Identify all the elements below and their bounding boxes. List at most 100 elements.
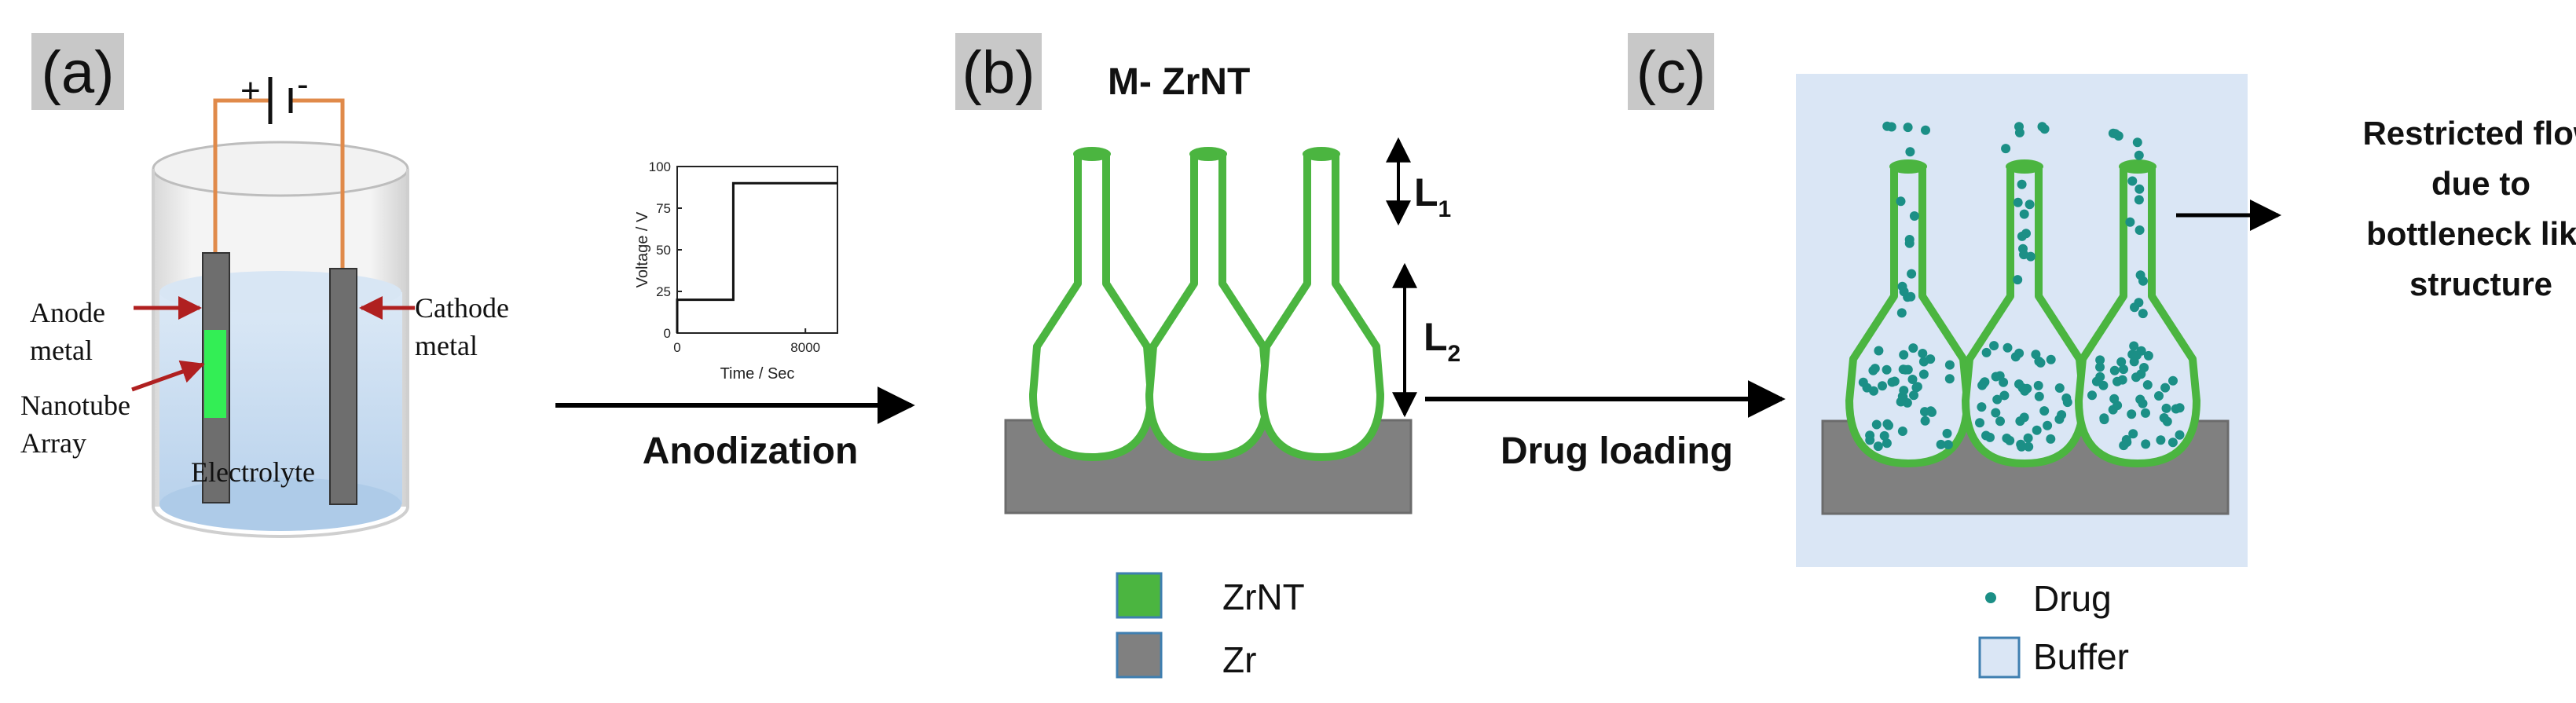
drug-particle bbox=[1882, 121, 1893, 131]
drug-particle bbox=[1942, 428, 1952, 438]
plus-sign: + bbox=[240, 71, 261, 110]
drug-particle bbox=[1871, 419, 1882, 430]
drug-particle bbox=[1926, 354, 1936, 364]
drug-particle bbox=[2043, 420, 2053, 430]
drug-particle bbox=[2175, 403, 2185, 413]
drug-particle bbox=[1900, 364, 1911, 375]
drug-particle bbox=[1906, 291, 1916, 302]
drug-particle bbox=[2167, 438, 2178, 448]
minus-sign: - bbox=[297, 65, 309, 104]
panel-b-title: M- ZrNT bbox=[1108, 61, 1250, 103]
drug-particle bbox=[2087, 390, 2097, 401]
cathode-electrode bbox=[329, 268, 357, 505]
drug-particle bbox=[2095, 362, 2105, 372]
drug-particle bbox=[1899, 287, 1909, 297]
panel-c-label: (c) bbox=[1636, 39, 1706, 106]
drug-particle bbox=[1991, 408, 2001, 418]
anode-label-line2: metal bbox=[30, 335, 93, 366]
anode-wire bbox=[213, 98, 270, 269]
drug-particle bbox=[2130, 302, 2139, 313]
drug-particle bbox=[1897, 427, 1907, 436]
chart-ylabel: Voltage / V bbox=[634, 211, 651, 287]
drug-particle bbox=[1879, 430, 1889, 441]
drug-particle bbox=[2014, 348, 2025, 358]
drug-particle bbox=[1918, 349, 1928, 358]
drug-particle bbox=[2134, 150, 2144, 160]
drug-particle bbox=[1907, 375, 1918, 384]
L1-label: L1 bbox=[1414, 170, 1451, 222]
drug-particle bbox=[1878, 381, 1887, 391]
drug-particle bbox=[2039, 406, 2050, 416]
drug-particle bbox=[2119, 441, 2129, 451]
drug-particle bbox=[1870, 364, 1880, 374]
drug-particle bbox=[1882, 438, 1892, 449]
b-nanotube-3 bbox=[1259, 154, 1384, 461]
legend-buffer-swatch bbox=[1978, 636, 2021, 679]
b-nanotube-2 bbox=[1145, 154, 1271, 461]
drug-particle bbox=[1873, 441, 1883, 452]
b-nanotube-cap-1 bbox=[1073, 147, 1111, 161]
drug-particle bbox=[2134, 195, 2144, 205]
drug-particle bbox=[1985, 432, 1995, 442]
drug-particle bbox=[2127, 409, 2137, 419]
drug-particle bbox=[1977, 380, 1988, 390]
drug-particle bbox=[1936, 439, 1946, 449]
drug-particle bbox=[1899, 350, 1909, 360]
nanotube-label-line1: Nanotube bbox=[20, 390, 130, 421]
drug-particle bbox=[2142, 380, 2153, 390]
power-supply: + - bbox=[213, 65, 345, 269]
drug-particle bbox=[1999, 390, 2010, 401]
drug-particle bbox=[1882, 364, 1892, 375]
L2-label: L2 bbox=[1424, 315, 1460, 367]
drug-particle bbox=[2025, 200, 2035, 210]
drug-particle bbox=[1992, 394, 2003, 405]
restricted-line-4: structure bbox=[2409, 265, 2552, 302]
drug-particles bbox=[1858, 121, 2185, 452]
cathode-label-line1: Cathode bbox=[415, 292, 509, 324]
anodization-label: Anodization bbox=[643, 430, 859, 472]
drug-particle bbox=[2019, 209, 2029, 219]
b-nanotube-cap-3 bbox=[1303, 147, 1340, 161]
drug-particle bbox=[2014, 379, 2024, 389]
chart-ytick-label: 0 bbox=[664, 326, 671, 341]
drug-particle bbox=[1975, 418, 1984, 428]
drug-particle bbox=[2161, 403, 2171, 413]
drug-particle bbox=[1977, 402, 1987, 412]
drug-particle bbox=[1912, 382, 1922, 392]
drug-particle bbox=[2132, 137, 2142, 148]
panel-b-label: (b) bbox=[962, 39, 1035, 106]
chart-frame bbox=[676, 166, 838, 334]
drug-particle bbox=[2013, 275, 2023, 285]
panel-a: (a) + - Anode metal Cathod bbox=[20, 33, 509, 538]
restricted-line-3: bottleneck like bbox=[2366, 215, 2576, 252]
panel-a-label: (a) bbox=[42, 39, 115, 106]
chart-ytick-label: 50 bbox=[656, 243, 671, 258]
cathode-wire bbox=[291, 98, 345, 269]
drug-particle bbox=[2110, 129, 2120, 139]
drug-particle bbox=[1858, 377, 1868, 387]
chart-ytick-label: 25 bbox=[656, 284, 671, 299]
panel-b-label-bg bbox=[955, 33, 1042, 110]
drug-particle bbox=[1896, 308, 1907, 318]
c-nanotube-cap-3 bbox=[2119, 159, 2156, 174]
drug-particle bbox=[1944, 374, 1955, 384]
nanotube-group-b bbox=[1029, 147, 1384, 461]
drug-particle bbox=[2014, 122, 2024, 132]
drug-particle bbox=[2032, 425, 2042, 435]
c-nanotube-cap-1 bbox=[1889, 159, 1927, 174]
drug-particle bbox=[1944, 360, 1955, 370]
drug-particle bbox=[2128, 429, 2138, 439]
drug-particle bbox=[2116, 357, 2127, 367]
drug-particle bbox=[2019, 412, 2029, 423]
drug-particle bbox=[2034, 391, 2044, 401]
drug-particle bbox=[1908, 343, 1918, 353]
drug-particle bbox=[2119, 364, 2128, 375]
nanotube-array-region bbox=[204, 330, 226, 418]
drug-particle bbox=[2134, 225, 2145, 235]
drug-particle bbox=[2135, 270, 2145, 280]
drug-particle bbox=[2160, 383, 2171, 393]
beaker-rim bbox=[152, 141, 409, 197]
drug-particle bbox=[1991, 372, 2001, 382]
